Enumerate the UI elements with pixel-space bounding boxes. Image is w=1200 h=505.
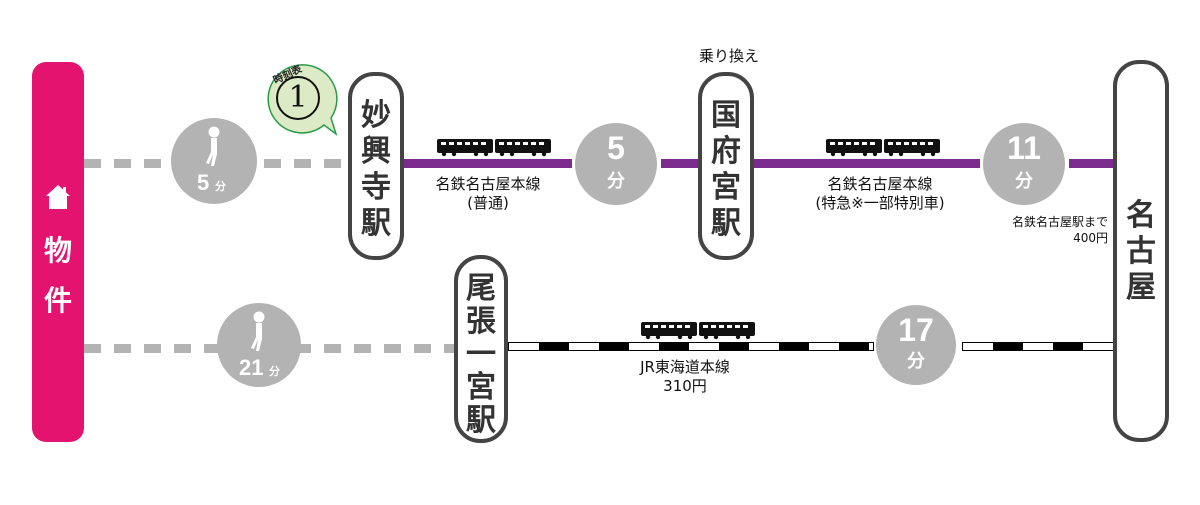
travel-time-circle-upper-1: 5 分 xyxy=(575,123,657,205)
walk-minutes: 5 xyxy=(197,170,210,195)
walking-person-icon xyxy=(251,311,265,351)
station-char: 寺 xyxy=(361,170,391,205)
station-char: 駅 xyxy=(466,403,496,438)
property-bar: 物 件 xyxy=(32,62,84,442)
travel-minutes: 5 xyxy=(607,130,625,166)
station-myokoji[interactable]: 妙 興 寺 駅 xyxy=(348,72,404,260)
service-type-upper-1: (普通) xyxy=(467,194,509,212)
station-char: 駅 xyxy=(361,206,391,241)
train-icon xyxy=(437,139,551,157)
station-char: 府 xyxy=(711,134,741,169)
property-char: 件 xyxy=(43,284,72,317)
station-char: 宮 xyxy=(466,370,496,405)
travel-minutes: 17 xyxy=(898,312,934,348)
fare-note-line2: 400円 xyxy=(1073,231,1108,245)
travel-time-circle-lower: 17 分 xyxy=(876,305,956,385)
station-char: 張 xyxy=(466,304,496,339)
station-konomiya[interactable]: 国 府 宮 駅 xyxy=(698,72,754,260)
station-nagoya[interactable]: 名 古 屋 xyxy=(1113,60,1169,442)
meitetsu-line-segment-2 xyxy=(754,159,980,168)
walk-time-circle-lower: 21 分 xyxy=(217,303,301,387)
line-name-upper-2: 名鉄名古屋本線 xyxy=(827,175,933,193)
station-char: 興 xyxy=(361,134,391,169)
timetable-number: 1 xyxy=(276,76,320,120)
station-char: 古 xyxy=(1126,234,1156,269)
fare-note-line1: 名鉄名古屋駅まで xyxy=(1011,215,1108,229)
station-char: 国 xyxy=(711,98,741,133)
walk-minutes: 21 xyxy=(239,355,264,380)
walk-unit: 分 xyxy=(215,180,226,193)
jr-line-name: JR東海道本線 xyxy=(640,358,730,376)
jr-line-segment-2 xyxy=(962,342,1115,351)
station-char: 一 xyxy=(466,337,496,372)
house-icon xyxy=(46,185,70,209)
travel-unit: 分 xyxy=(1015,171,1033,192)
service-type-upper-2: (特急※一部特別車) xyxy=(815,194,945,212)
property-char: 物 xyxy=(43,234,72,267)
meitetsu-line-segment-2b xyxy=(1069,159,1115,168)
train-icon xyxy=(826,139,940,157)
station-char: 名 xyxy=(1126,198,1156,233)
walk-unit: 分 xyxy=(269,365,280,378)
travel-unit: 分 xyxy=(907,351,925,372)
station-char: 駅 xyxy=(711,206,741,241)
travel-minutes: 11 xyxy=(1007,130,1041,166)
station-char: 尾 xyxy=(466,271,496,306)
station-char: 屋 xyxy=(1126,270,1156,305)
jr-line-segment-1 xyxy=(508,342,874,351)
walking-person-icon xyxy=(206,126,220,166)
travel-unit: 分 xyxy=(607,171,625,192)
travel-time-circle-upper-2: 11 分 xyxy=(983,123,1065,205)
station-owari-ichinomiya[interactable]: 尾 張 一 宮 駅 xyxy=(454,255,508,443)
meitetsu-line-segment-1 xyxy=(404,159,572,168)
station-char: 宮 xyxy=(711,170,741,205)
transfer-note: 乗り換え xyxy=(698,47,759,65)
station-char: 妙 xyxy=(361,98,391,133)
train-icon xyxy=(641,322,755,340)
walk-time-circle-upper: 5 分 xyxy=(171,118,257,204)
meitetsu-line-segment-1b xyxy=(661,159,699,168)
line-name-upper-1: 名鉄名古屋本線 xyxy=(435,175,541,193)
jr-fare: 310円 xyxy=(663,377,707,395)
